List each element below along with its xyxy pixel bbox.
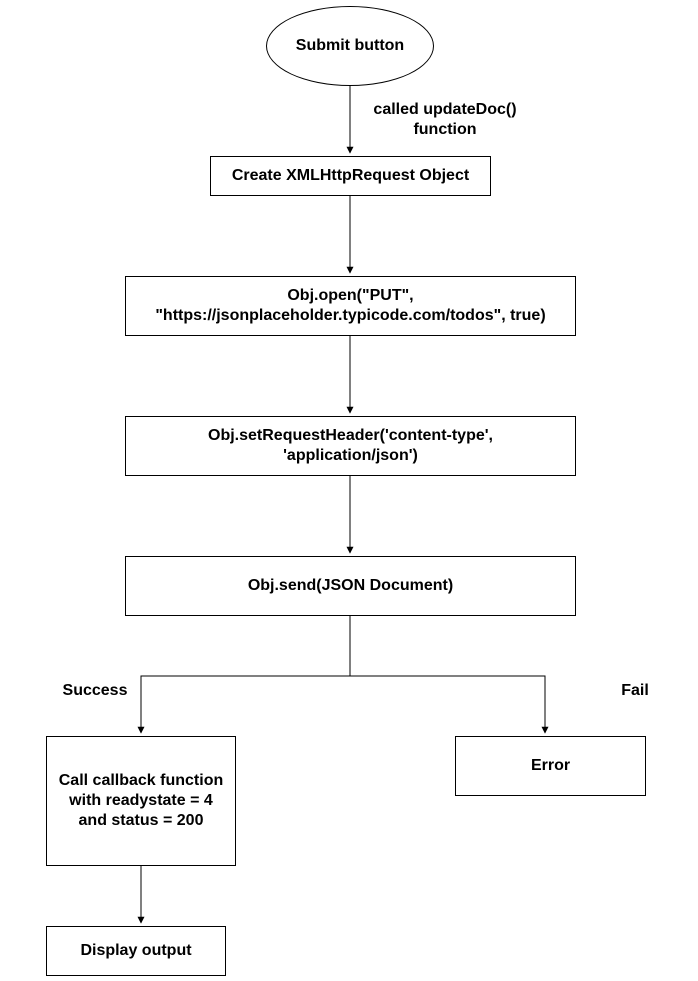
callback-line2: with readystate = 4 xyxy=(69,792,213,809)
create-xhr-node: Create XMLHttpRequest Object xyxy=(210,156,491,196)
submit-button-node: Submit button xyxy=(266,6,434,86)
open-request-line1: Obj.open("PUT", xyxy=(287,287,414,304)
display-output-node: Display output xyxy=(46,926,226,976)
set-request-header-line1: Obj.setRequestHeader('content-type', xyxy=(208,427,493,444)
create-xhr-text: Create XMLHttpRequest Object xyxy=(231,167,470,184)
edge-label-success-text: Success xyxy=(62,682,128,699)
send-node: Obj.send(JSON Document) xyxy=(125,556,576,616)
edge-label-success: Success xyxy=(56,681,134,701)
open-request-node: Obj.open("PUT", "https://jsonplaceholder… xyxy=(125,276,576,336)
send-text: Obj.send(JSON Document) xyxy=(247,577,454,594)
edge-label-fail: Fail xyxy=(612,681,658,701)
callback-line1: Call callback function xyxy=(58,772,224,789)
set-request-header-line2: 'application/json') xyxy=(283,447,418,464)
submit-button-text: Submit button xyxy=(295,37,405,54)
edge-label-called-line1: called updateDoc() xyxy=(373,101,517,118)
edge-label-fail-text: Fail xyxy=(621,682,649,699)
edge-label-called-line2: function xyxy=(413,121,477,138)
callback-line3: and status = 200 xyxy=(78,812,204,829)
open-request-line2: "https://jsonplaceholder.typicode.com/to… xyxy=(155,307,546,324)
display-output-text: Display output xyxy=(80,942,192,959)
callback-node: Call callback function with readystate =… xyxy=(46,736,236,866)
arrow-send-to-callback xyxy=(137,616,351,734)
error-text: Error xyxy=(530,757,571,774)
error-node: Error xyxy=(455,736,646,796)
edge-label-called-update-doc: called updateDoc() function xyxy=(350,100,540,140)
set-request-header-node: Obj.setRequestHeader('content-type', 'ap… xyxy=(125,416,576,476)
arrow-send-to-error xyxy=(350,675,549,734)
